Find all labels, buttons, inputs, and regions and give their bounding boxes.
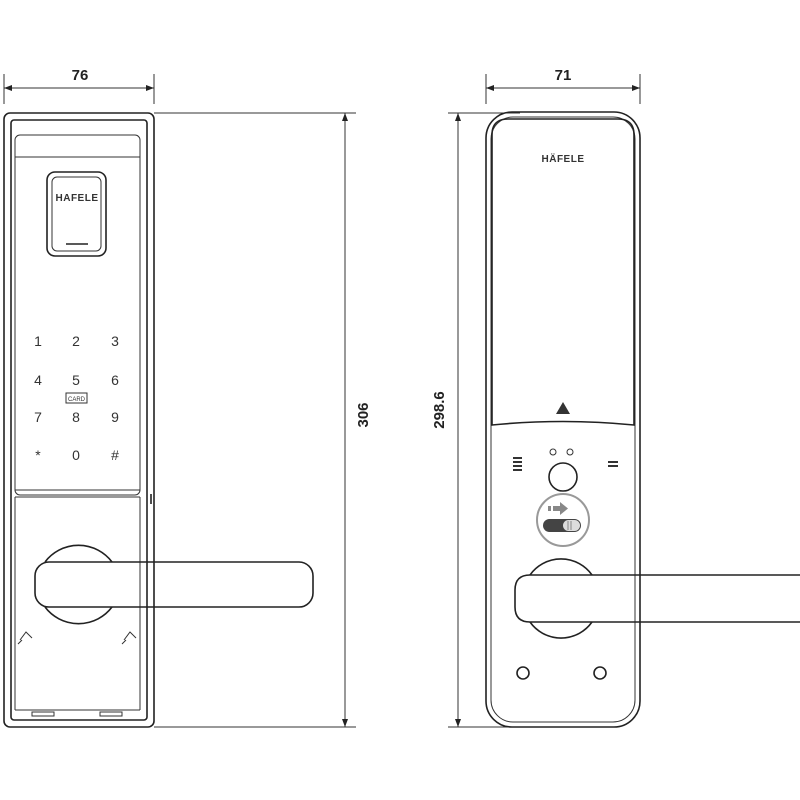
back-width-label: 71	[555, 67, 572, 84]
front-height-dimension: 306	[154, 112, 372, 728]
card-badge: CARD	[68, 397, 86, 403]
back-height-dimension: 298.6	[431, 112, 520, 728]
back-height-label: 298.6	[431, 391, 448, 429]
back-lock-body: HÄFELE	[485, 111, 641, 728]
keypad: 1 2 3 4 5 6 CARD 7 8 9 * 0 #	[34, 333, 119, 463]
back-handle	[514, 558, 800, 639]
arrow-right-icon	[548, 502, 568, 515]
button-icon[interactable]	[548, 462, 578, 492]
front-lock-body	[3, 112, 155, 728]
key-5[interactable]: 5	[72, 372, 80, 388]
triangle-icon	[556, 402, 570, 414]
key-hash[interactable]: #	[111, 447, 119, 463]
screw-hole-left	[516, 666, 530, 680]
front-height-label: 306	[355, 402, 372, 427]
key-8[interactable]: 8	[72, 409, 80, 425]
key-1[interactable]: 1	[34, 333, 42, 349]
key-4[interactable]: 4	[34, 372, 42, 388]
led-indicator-left-icon	[513, 457, 522, 471]
screw-hole-right	[593, 666, 607, 680]
key-3[interactable]: 3	[111, 333, 119, 349]
key-2[interactable]: 2	[72, 333, 80, 349]
back-width-dimension: 71	[485, 67, 641, 104]
front-width-label: 76	[72, 67, 89, 84]
key-9[interactable]: 9	[111, 409, 119, 425]
back-controls	[513, 448, 618, 547]
key-7[interactable]: 7	[34, 409, 42, 425]
front-handle	[34, 544, 314, 625]
battery-clips	[17, 631, 137, 717]
key-6[interactable]: 6	[111, 372, 119, 388]
privacy-slider-icon[interactable]	[543, 519, 581, 532]
back-brand-logo: HÄFELE	[542, 152, 585, 165]
front-brand-logo: HAFELE	[56, 193, 99, 204]
front-width-dimension: 76	[3, 67, 155, 104]
fingerprint-sensor: HAFELE	[46, 171, 107, 257]
led-indicator-right-icon	[608, 461, 618, 467]
key-0[interactable]: 0	[72, 447, 80, 463]
key-star[interactable]: *	[35, 447, 41, 463]
